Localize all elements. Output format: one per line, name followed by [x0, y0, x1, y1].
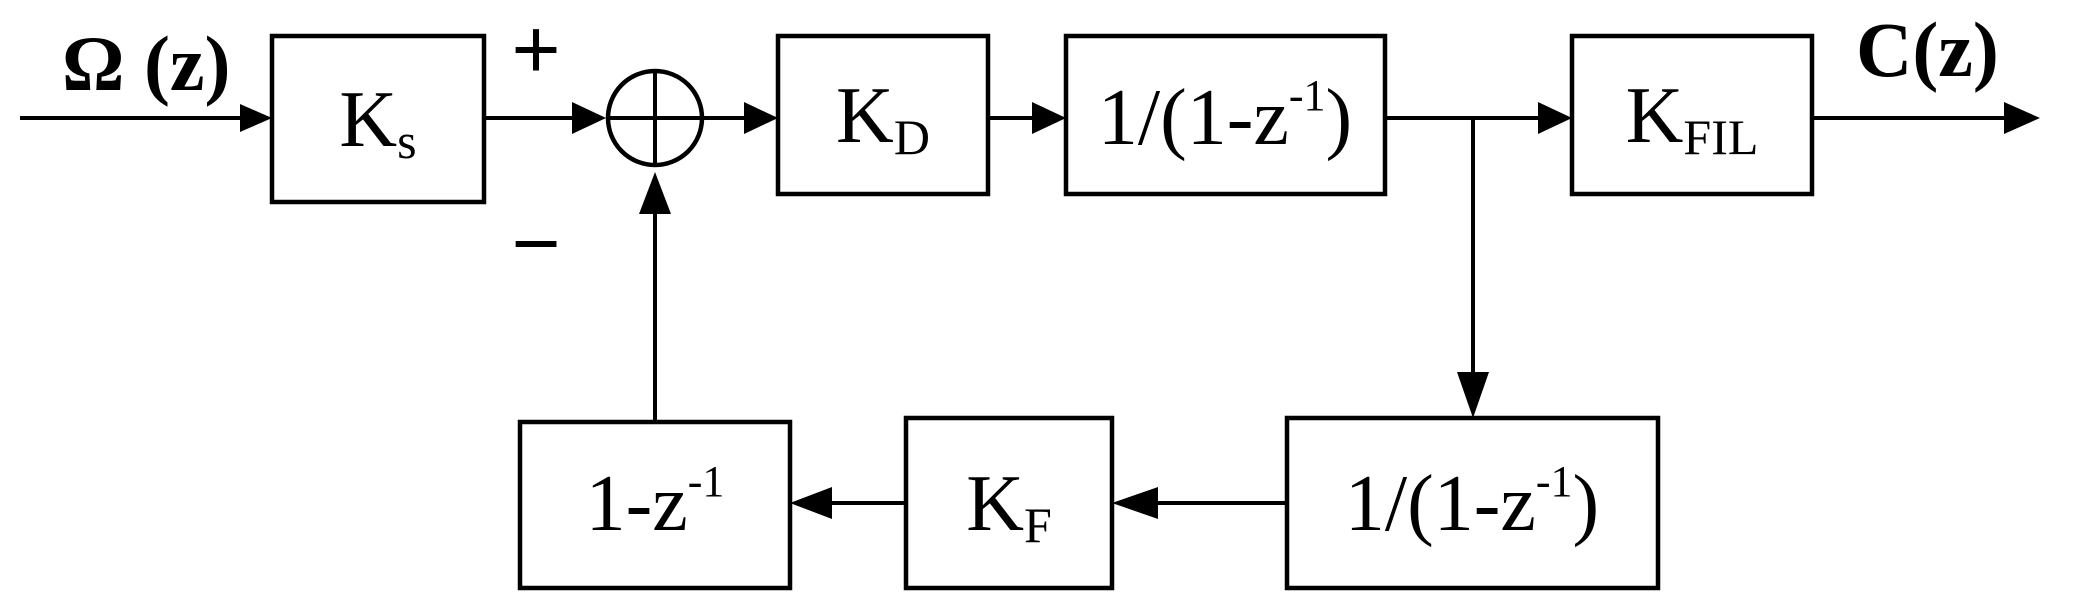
- kf-subscript: F: [1024, 497, 1052, 553]
- signal-wires: [20, 116, 2010, 505]
- integrator1-block-label: 1/(1-z-1): [1098, 71, 1352, 162]
- arrowhead-into-integrator2: [1457, 372, 1489, 418]
- integrator2-numerator: 1/(1-z: [1345, 460, 1536, 548]
- ks-block-box: [269, 33, 487, 205]
- kf-main: K: [966, 460, 1024, 548]
- kf-block-label: KF: [966, 460, 1052, 553]
- integrator2-exponent: -1: [1536, 457, 1573, 506]
- arrowhead-into-summer-bottom: [639, 172, 671, 214]
- minus-sign: −: [511, 196, 560, 290]
- integrator1-close: ): [1326, 74, 1353, 162]
- integrator1-numerator: 1/(1-z: [1098, 74, 1289, 162]
- input-signal-label: Ω (z): [62, 20, 231, 107]
- differencer-block: 1-z-1: [517, 419, 793, 591]
- arrowhead-into-integrator1: [1032, 102, 1066, 134]
- kf-block-box: [903, 415, 1115, 591]
- integrator2-block-label: 1/(1-z-1): [1345, 457, 1599, 548]
- kf-block: KF: [903, 415, 1115, 591]
- kd-block-box: [775, 33, 991, 197]
- kd-block-label: KD: [836, 72, 930, 165]
- kfil-main: K: [1626, 72, 1684, 160]
- kfil-block-box: [1569, 33, 1815, 197]
- arrowhead-into-ks: [240, 104, 272, 132]
- arrowhead-into-differencer: [790, 487, 832, 519]
- differencer-block-label: 1-z-1: [586, 457, 725, 548]
- arrow-heads: [240, 102, 2040, 519]
- arrowhead-into-kfil: [1538, 102, 1572, 134]
- ks-block: Ks: [269, 33, 487, 205]
- differencer-block-box: [517, 419, 793, 591]
- integrator1-block-box: [1063, 33, 1388, 197]
- arrowhead-output: [2004, 102, 2040, 134]
- kfil-block: KFIL: [1569, 33, 1815, 197]
- integrator1-exponent: -1: [1289, 71, 1326, 120]
- arrowhead-into-kf: [1112, 487, 1158, 519]
- arrowhead-into-summer-left: [572, 102, 606, 134]
- output-signal-label: C(z): [1856, 6, 1999, 93]
- differencer-exponent: -1: [688, 457, 725, 506]
- differencer-main: 1-z: [586, 460, 688, 548]
- ks-block-label: Ks: [339, 76, 416, 169]
- integrator2-block-box: [1284, 415, 1661, 591]
- summing-junction: + −: [511, 2, 705, 290]
- kfil-block-label: KFIL: [1626, 72, 1759, 165]
- plus-sign: +: [511, 2, 560, 96]
- integrator2-close: ): [1573, 460, 1600, 548]
- kd-subscript: D: [894, 109, 930, 165]
- ks-main: K: [339, 76, 397, 164]
- kfil-subscript: FIL: [1683, 109, 1758, 165]
- arrowhead-into-kd: [744, 102, 778, 134]
- kd-block: KD: [775, 33, 991, 197]
- integrator1-block: 1/(1-z-1): [1063, 33, 1388, 197]
- kd-main: K: [836, 72, 894, 160]
- ks-subscript: s: [397, 113, 416, 169]
- integrator2-block: 1/(1-z-1): [1284, 415, 1661, 591]
